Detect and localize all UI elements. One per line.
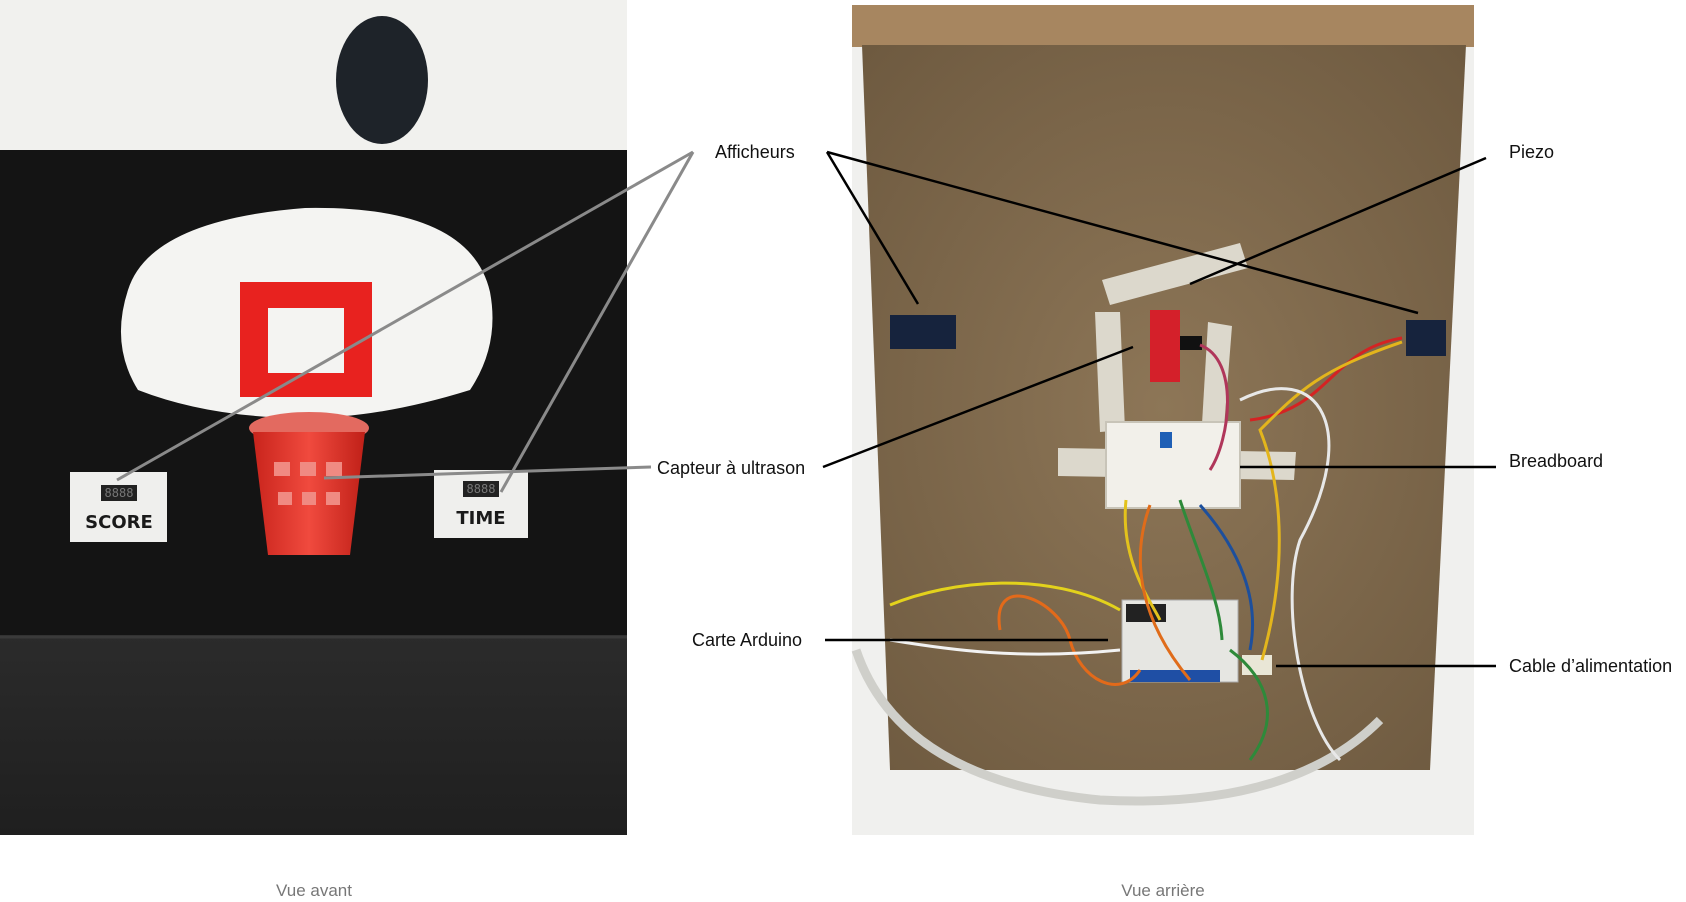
black-ball xyxy=(336,16,428,144)
callout-piezo: Piezo xyxy=(1509,142,1554,162)
front-view-photo: 8888 SCORE 8888 TIME xyxy=(0,0,627,835)
potentiometer xyxy=(1160,432,1172,448)
cardboard-top-flap xyxy=(852,5,1474,47)
wire xyxy=(1138,504,1192,681)
callout-cable: Cable d’alimentation xyxy=(1509,656,1672,676)
leader-capteur-to-cup xyxy=(323,465,652,480)
wire xyxy=(1178,499,1224,641)
back-view-photo xyxy=(851,5,1474,835)
wire xyxy=(1199,343,1229,471)
leader-afficheurs-to-left-display xyxy=(825,151,920,305)
leader-capteur-to-sensor xyxy=(822,345,1134,469)
arduino-header xyxy=(1126,604,1166,622)
leader-afficheurs-to-time xyxy=(499,151,695,493)
display-module-right xyxy=(1406,320,1446,356)
arduino-connector xyxy=(1130,670,1220,682)
wire xyxy=(889,638,1121,656)
leader-piezo xyxy=(1189,156,1487,286)
score-label: SCORE xyxy=(85,512,153,533)
power-cable-loop xyxy=(851,648,1384,806)
leader-afficheurs-to-score xyxy=(116,150,694,482)
callout-breadboard: Breadboard xyxy=(1509,451,1603,471)
display-module-left xyxy=(890,315,956,349)
score-display xyxy=(101,485,137,501)
wire xyxy=(1239,387,1342,762)
score-card xyxy=(70,472,167,542)
caption-front-view: Vue avant xyxy=(276,881,352,900)
tape-strip xyxy=(1102,243,1248,305)
backboard-target-inner xyxy=(268,308,344,373)
time-display-digits: 8888 xyxy=(467,482,496,496)
breadboard-component xyxy=(1105,421,1241,509)
callout-capteur: Capteur à ultrason xyxy=(657,458,805,478)
tape-strip xyxy=(1095,312,1125,432)
tape-strip xyxy=(1202,322,1232,428)
wire xyxy=(1229,648,1269,761)
back-leader-lines xyxy=(822,150,1496,668)
ultrasonic-sensor-board xyxy=(1150,310,1180,382)
caption-back-view: Vue arrière xyxy=(1121,881,1204,900)
cup-hole xyxy=(326,462,342,476)
cardboard-box-interior xyxy=(862,45,1466,770)
wire xyxy=(1258,340,1403,661)
score-display-digits: 8888 xyxy=(105,486,134,500)
front-leader-lines xyxy=(116,150,695,493)
cup-hole xyxy=(274,462,290,476)
cup-hole xyxy=(300,462,316,476)
cup-hole xyxy=(302,492,316,505)
wire xyxy=(889,581,1121,612)
time-label: TIME xyxy=(456,508,505,529)
wire xyxy=(1198,504,1255,651)
box-floor xyxy=(0,635,627,835)
cup-hole xyxy=(326,492,340,505)
callout-carte: Carte Arduino xyxy=(692,630,802,650)
time-display xyxy=(463,481,499,497)
sensor-connector xyxy=(1180,336,1202,350)
callout-afficheurs: Afficheurs xyxy=(715,142,795,162)
cup-hole xyxy=(278,492,292,505)
leader-afficheurs-to-right-display xyxy=(826,150,1419,315)
wire xyxy=(1123,499,1162,621)
